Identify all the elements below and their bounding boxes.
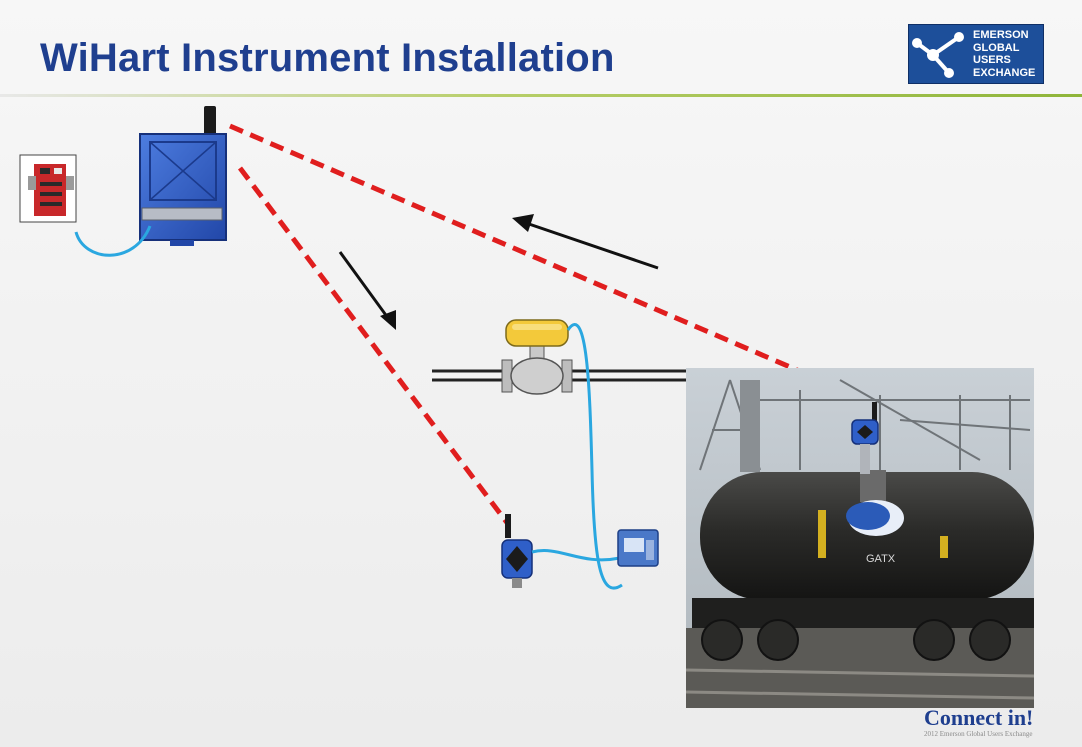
logo-line-1: EMERSON — [973, 29, 1029, 41]
wireless-link-railcar — [229, 123, 877, 407]
tank-railcar-photo: GATX — [685, 368, 1035, 708]
logo-line-4: EXCHANGE — [973, 66, 1036, 79]
wireless-link-transmitter — [238, 166, 510, 526]
connect-in-brand: Connect in! — [924, 705, 1034, 730]
emerson-logo: EMERSON GLOBAL USERS EXCHANGE — [908, 24, 1044, 84]
uplink-arrow — [512, 214, 659, 270]
controller-cable — [74, 225, 152, 257]
gateway-icon — [139, 106, 227, 246]
title-divider — [0, 94, 1082, 97]
downlink-arrow — [338, 251, 396, 330]
flowmeter-cable — [566, 323, 623, 590]
field-device-icon — [617, 529, 659, 567]
svg-text:GATX: GATX — [866, 553, 896, 565]
controller-icon — [19, 154, 77, 223]
logo-line-3: USERS — [973, 54, 1011, 66]
network-logo-icon — [912, 32, 964, 78]
footer-tagline: 2012 Emerson Global Users Exchange — [924, 730, 1033, 738]
wireless-transmitter-icon — [501, 514, 533, 588]
transmitter-cable — [531, 549, 621, 562]
connect-in-footer-logo: Connect in! 2012 Emerson Global Users Ex… — [924, 706, 1074, 739]
slide-title: WiHart Instrument Installation — [40, 36, 615, 80]
flowmeter-icon — [501, 319, 573, 395]
logo-line-2: GLOBAL — [973, 41, 1020, 54]
